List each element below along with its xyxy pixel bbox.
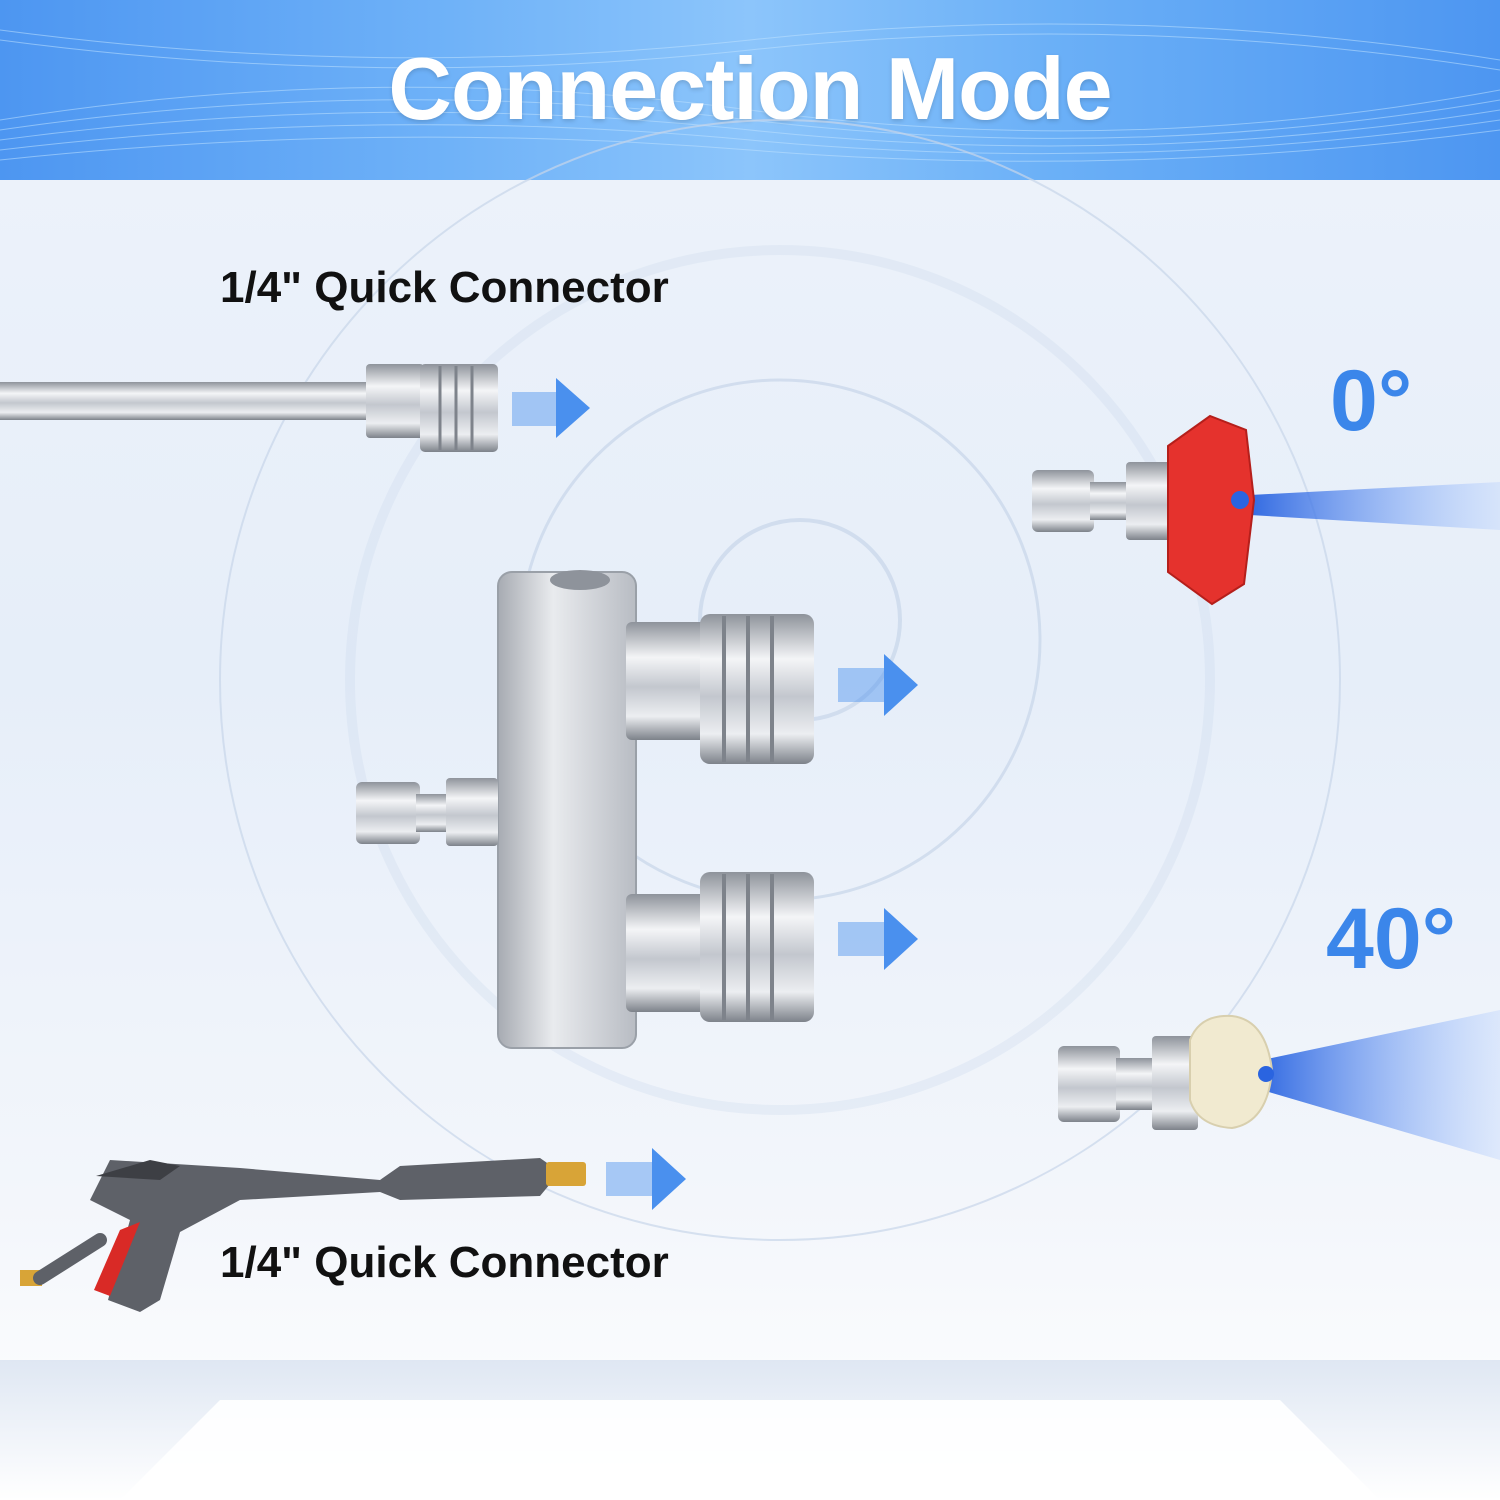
header-banner: Connection Mode	[0, 0, 1500, 180]
wand-with-quick-connector	[0, 364, 498, 452]
nozzle-0-degree	[1032, 414, 1500, 606]
arrow-middle-lower	[838, 908, 918, 970]
top-connector-label: 1/4" Quick Connector	[220, 263, 669, 312]
bottom-connector-label: 1/4" Quick Connector	[220, 1238, 669, 1287]
arrows	[512, 378, 918, 1210]
arrow-top	[512, 378, 590, 438]
angle-0-label: 0°	[1330, 353, 1413, 449]
arrow-middle-upper	[838, 654, 918, 716]
nozzle-40-degree	[1058, 1010, 1500, 1160]
arrow-bottom	[606, 1148, 686, 1210]
spray-gun	[20, 1158, 586, 1312]
background-circles	[219, 119, 1341, 1241]
angle-40-label: 40°	[1326, 891, 1457, 987]
manifold-adapter	[356, 570, 814, 1049]
